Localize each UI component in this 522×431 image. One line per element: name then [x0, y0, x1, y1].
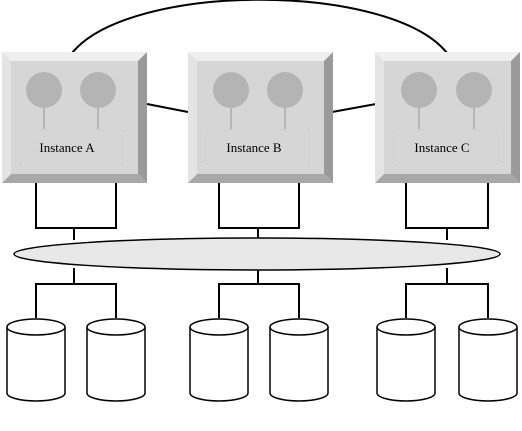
instance-c-label: Instance C [414, 140, 469, 155]
disk-array [6, 318, 518, 402]
node-bus-lines [35, 182, 489, 240]
interconnect-arc [71, 0, 448, 54]
disk-icon [458, 318, 518, 402]
instance-a-node: Instance A [2, 52, 147, 183]
instance-a-label: Instance A [39, 140, 95, 155]
disk-icon [86, 318, 146, 402]
disk-icon [269, 318, 329, 402]
cpu-icon [401, 72, 437, 108]
interconnect-bus [13, 237, 501, 271]
instance-c-node: Instance C [375, 52, 520, 183]
disk-icon [189, 318, 249, 402]
cpu-icon [213, 72, 249, 108]
cpu-icon [26, 72, 62, 108]
instance-b-node: Instance B [188, 52, 333, 183]
disk-icon [6, 318, 66, 402]
instance-b-label: Instance B [226, 140, 282, 155]
cpu-icon [80, 72, 116, 108]
cpu-icon [456, 72, 492, 108]
link-a-b [146, 103, 189, 113]
link-b-c [331, 103, 377, 113]
cpu-icon [267, 72, 303, 108]
disk-icon [376, 318, 436, 402]
bus-disk-lines [35, 268, 489, 318]
